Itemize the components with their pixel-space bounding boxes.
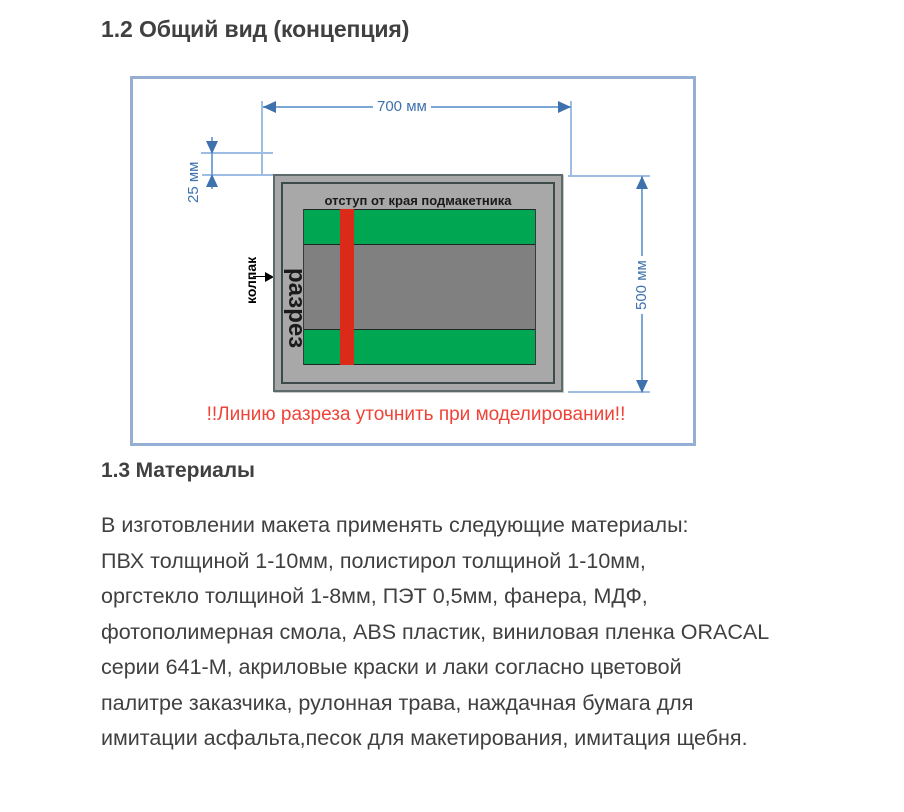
materials-line: палитре заказчика, рулонная трава, нажда…: [101, 690, 694, 715]
dimension-arrow-margin-up: [206, 174, 218, 187]
extension-line-margin-bottom: [201, 174, 275, 176]
grass-band-bottom: [304, 329, 535, 365]
materials-line: оргстекло толщиной 1-8мм, ПЭТ 0,5мм, фан…: [101, 584, 648, 608]
cut-line-label: разрез: [283, 268, 310, 349]
dimension-label-width: 700 мм: [373, 98, 431, 115]
extension-line-height-top: [568, 175, 650, 177]
dimension-arrow-height-up: [636, 176, 648, 189]
concept-figure-canvas: 700 мм 25 мм 500 мм колпак отступ от кра…: [133, 79, 699, 449]
materials-line: серии 641-М, акриловые краски и лаки сог…: [101, 655, 682, 679]
cap-arrow-icon: [265, 272, 274, 282]
dimension-arrow-width-left: [263, 101, 276, 113]
materials-line: ПВХ толщиной 1-10мм, полистирол толщиной…: [101, 548, 646, 573]
extension-line-height-bottom: [568, 391, 650, 393]
dimension-label-height: 500 мм: [633, 256, 650, 314]
dimension-arrow-width-right: [558, 101, 571, 113]
extension-line-margin-top: [201, 152, 273, 154]
materials-line: В изготовлении макета применять следующи…: [101, 513, 689, 537]
cut-line-strip: [340, 209, 354, 365]
edge-offset-label: отступ от края подмакетника: [324, 193, 512, 208]
section-1-2-heading: 1.2 Общий вид (концепция): [101, 16, 410, 42]
extension-line-right-top: [570, 101, 572, 175]
cap-label: колпак: [243, 256, 259, 304]
dimension-arrow-height-down: [636, 380, 648, 393]
model-board-base: отступ от края подмакетника разрез: [283, 193, 544, 373]
dimension-label-margin: 25 мм: [185, 157, 202, 207]
cut-line-warning: !!Линию разреза уточнить при моделирован…: [206, 404, 626, 425]
model-board-frame: отступ от края подмакетника разрез: [281, 182, 555, 384]
materials-line: имитации асфальта,песок для макетировани…: [101, 726, 748, 750]
grass-band-top: [304, 209, 535, 245]
cap-leader-line: [253, 276, 271, 277]
section-1-3-heading: 1.3 Материалы: [101, 459, 255, 482]
model-surface: разрез: [283, 209, 536, 365]
materials-paragraph: В изготовлении макета применять следующи…: [101, 508, 891, 757]
model-board-outer: отступ от края подмакетника разрез: [273, 174, 563, 392]
extension-line-left-top: [261, 101, 263, 175]
materials-line: фотополимерная смола, ABS пластик, винил…: [101, 619, 770, 644]
dimension-line-margin: [211, 137, 213, 189]
dimension-arrow-margin-down: [206, 141, 218, 154]
concept-figure-frame: 700 мм 25 мм 500 мм колпак отступ от кра…: [130, 76, 696, 446]
